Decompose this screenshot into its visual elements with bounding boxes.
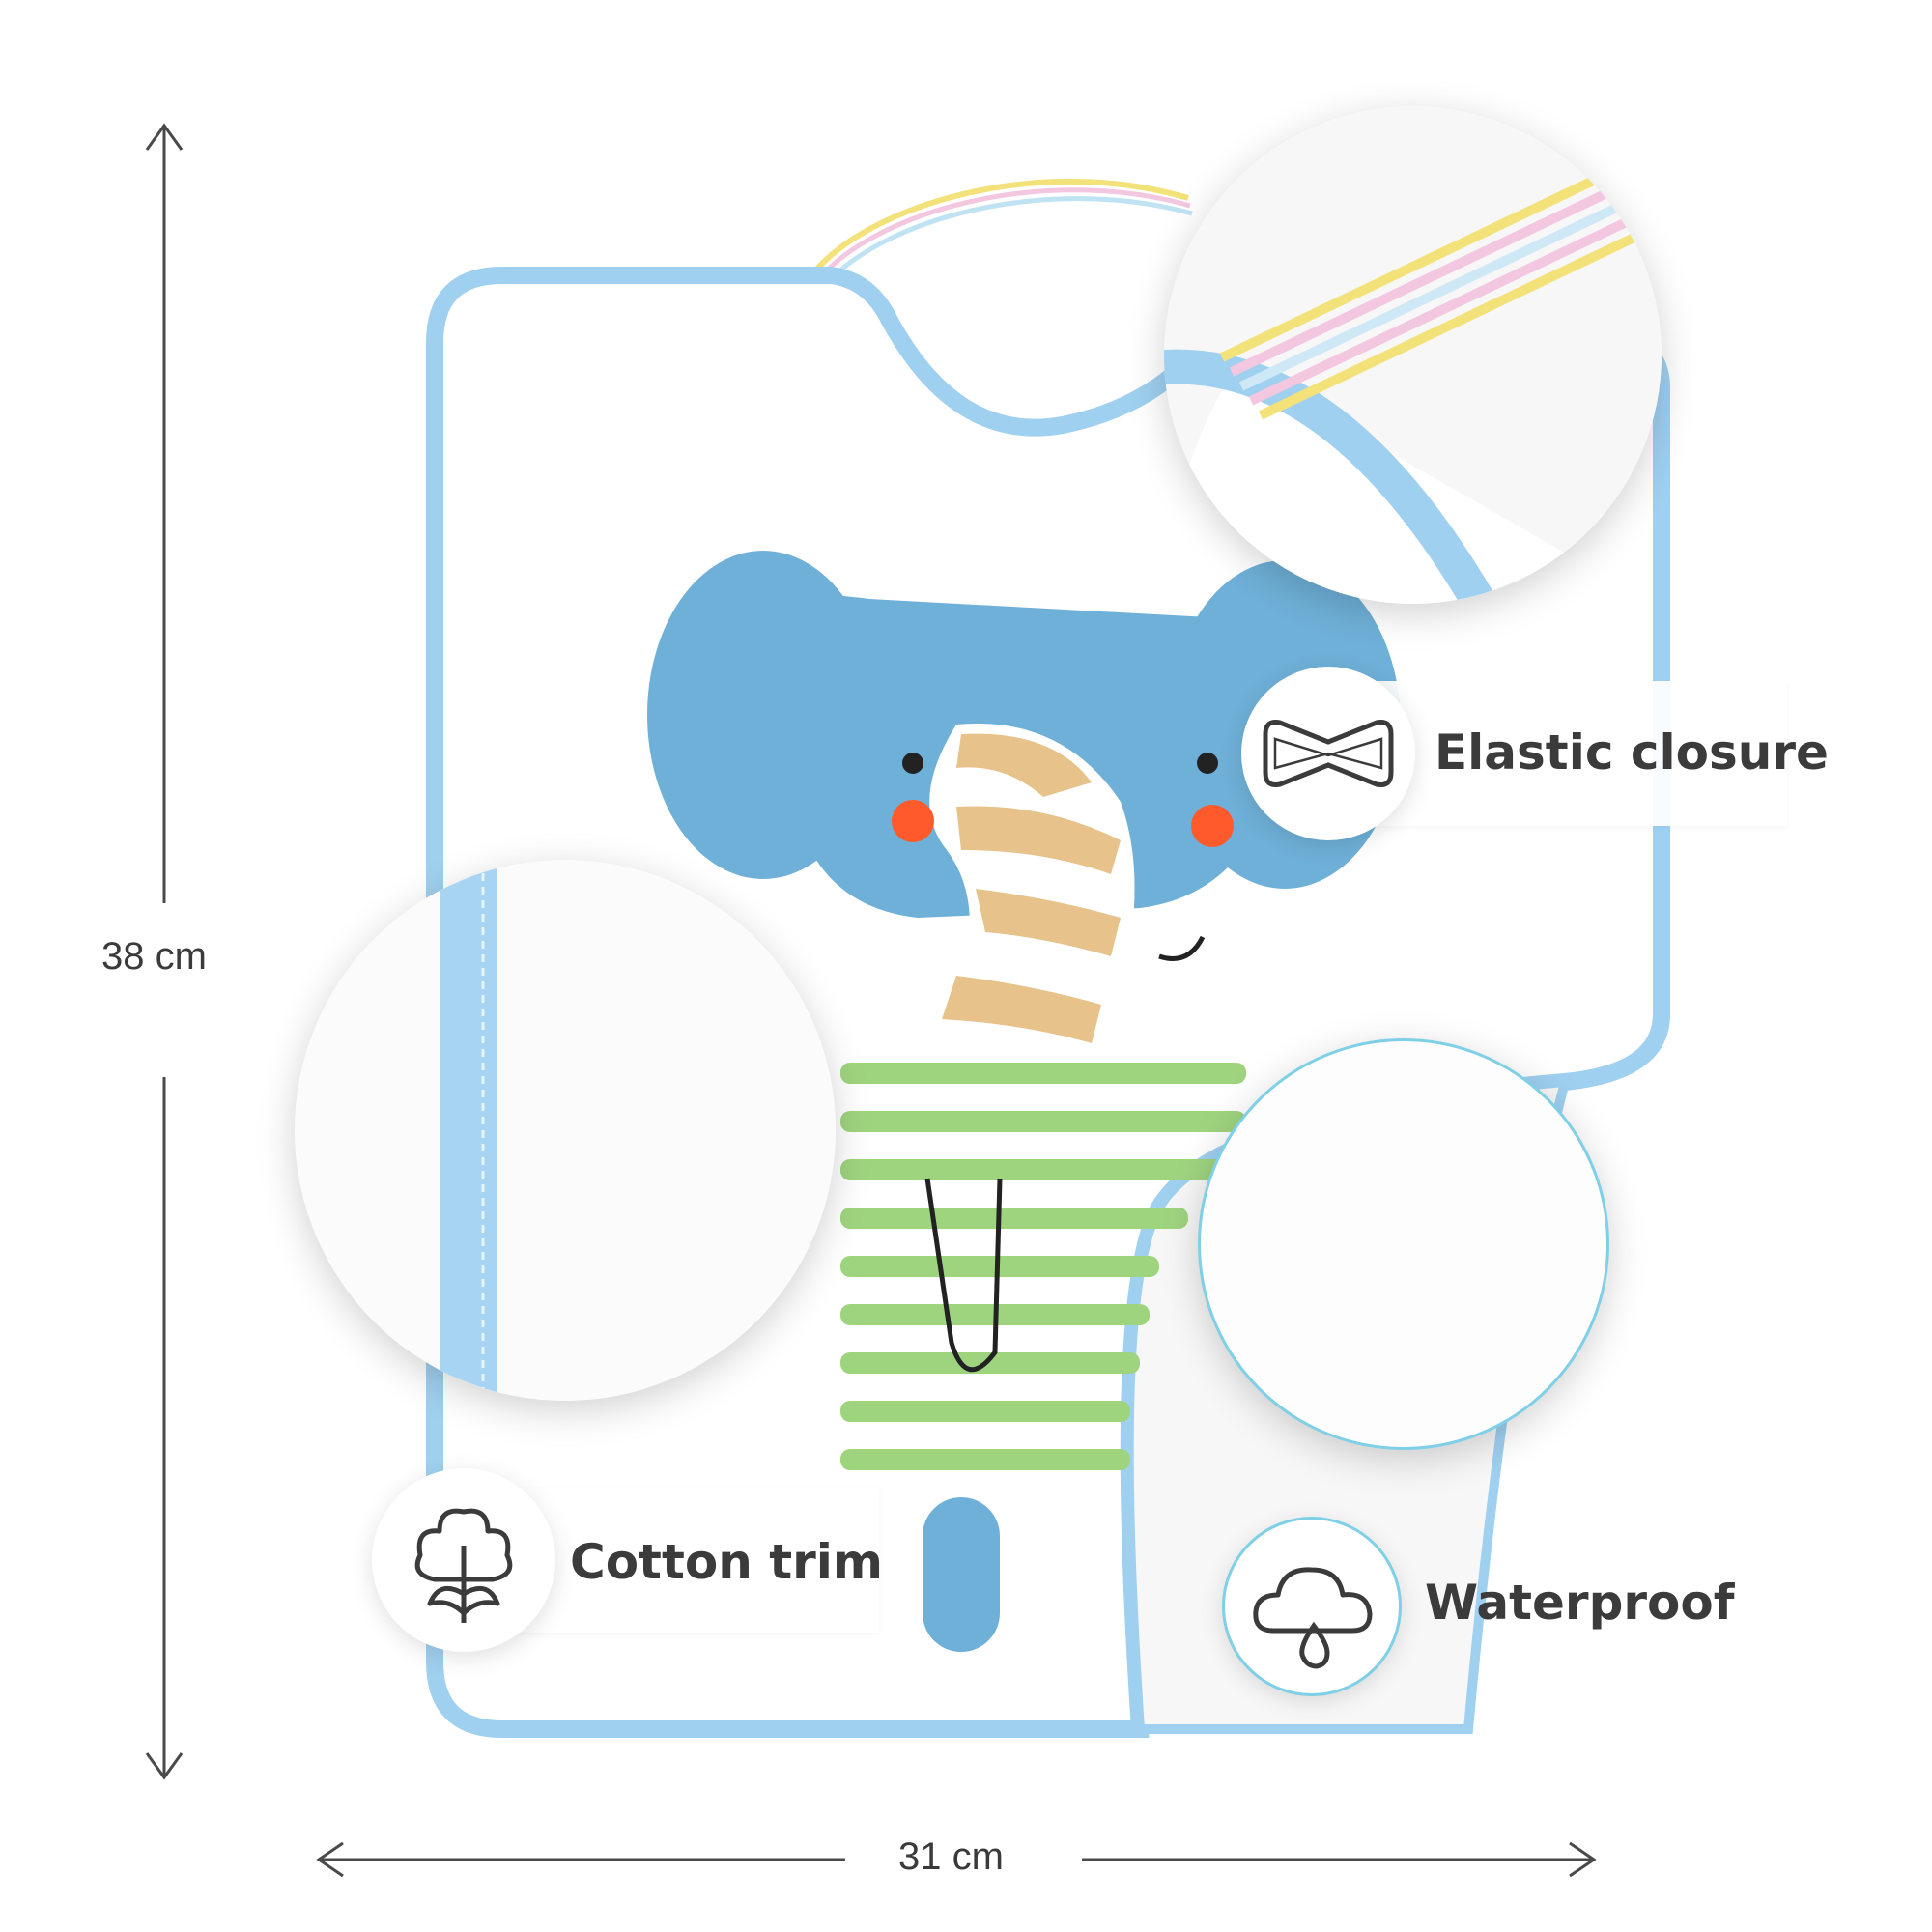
height-dimension-arrow (145, 123, 184, 1780)
zoom-elastic-detail (1164, 106, 1662, 604)
width-dimension-arrow (316, 1841, 1597, 1878)
elastic-strap-image (1164, 106, 1662, 604)
cotton-trim-label: Cotton trim (570, 1534, 883, 1590)
cotton-trim-icon-disc (372, 1468, 555, 1652)
zoom-waterproof-detail (1198, 1038, 1609, 1450)
waterproof-icon-disc (1222, 1517, 1402, 1696)
width-label: 31 cm (898, 1835, 1004, 1878)
elastic-band-icon (1263, 720, 1394, 787)
waterproof-label: Waterproof (1425, 1575, 1735, 1631)
cloud-drop-icon (1253, 1567, 1373, 1669)
zoom-cotton-detail (295, 860, 836, 1401)
cotton-flower-icon (414, 1508, 513, 1623)
elastic-closure-icon-disc (1241, 667, 1415, 840)
height-label: 38 cm (101, 935, 207, 978)
cotton-trim-image (295, 860, 836, 1401)
elastic-closure-label: Elastic closure (1435, 724, 1829, 781)
